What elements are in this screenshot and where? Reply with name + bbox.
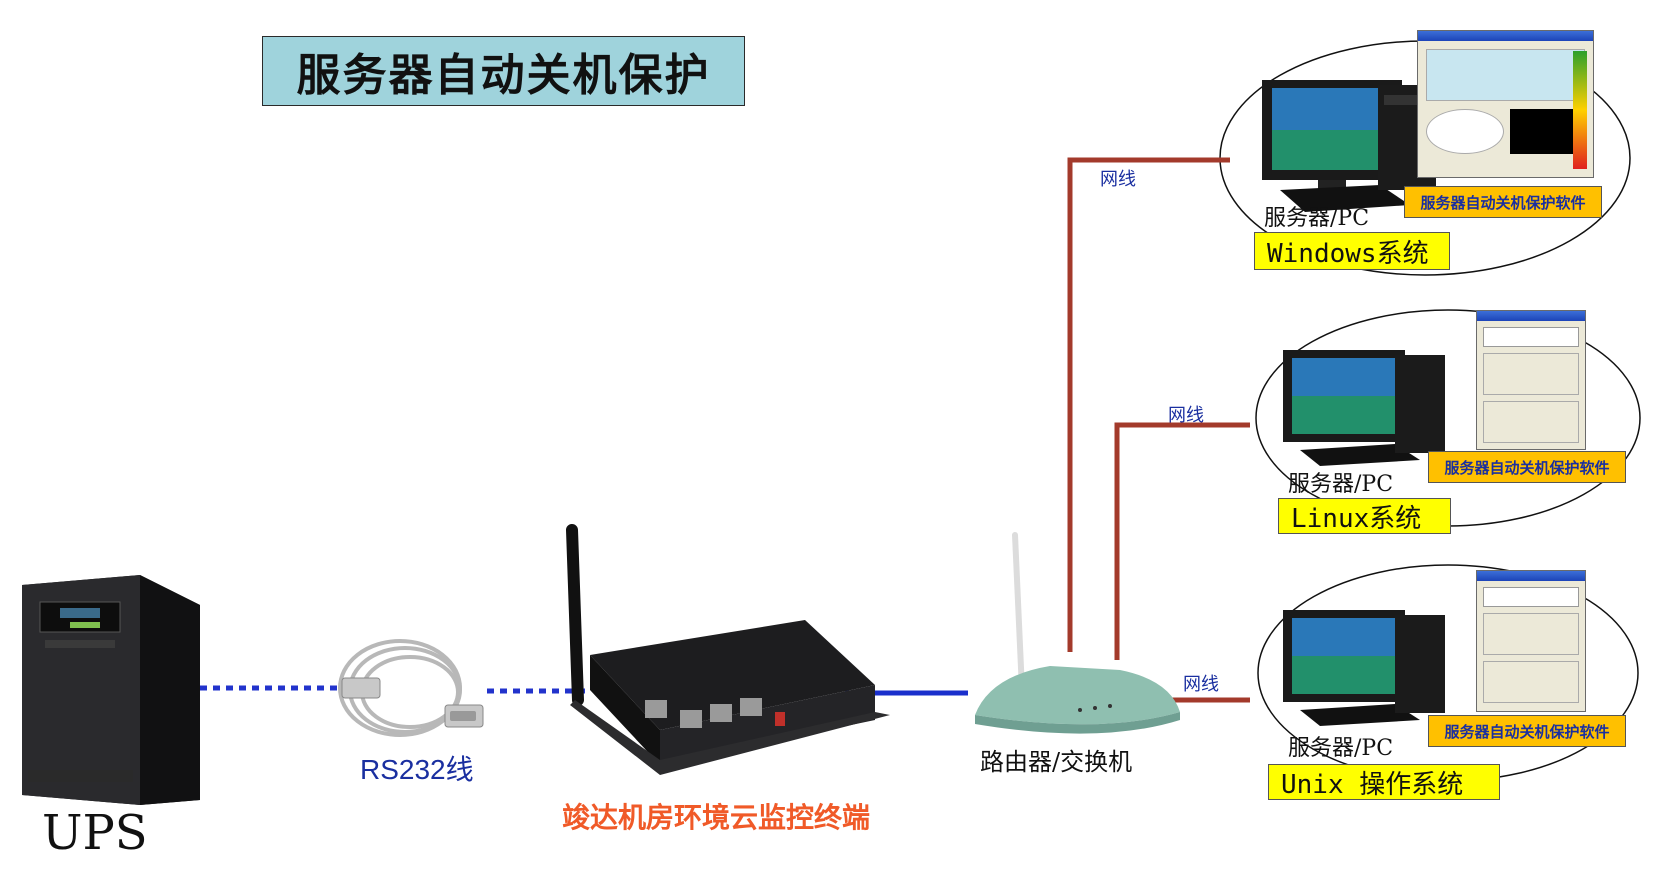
network-label-linux: 网线: [1168, 405, 1204, 426]
software-screenshot-unix: [1476, 570, 1586, 712]
software-badge-unix: 服务器自动关机保护软件: [1428, 715, 1626, 747]
pc-unix-icon: [1283, 610, 1445, 726]
network-cable-linux: [1114, 422, 1250, 660]
os-badge-unix: Unix 操作系统: [1268, 764, 1500, 800]
software-screenshot-windows: [1417, 30, 1594, 178]
os-badge-linux: Linux系统: [1278, 498, 1451, 534]
pc-label-linux: 服务器/PC: [1288, 472, 1394, 497]
ups-label: UPS: [42, 805, 148, 861]
os-badge-windows: Windows系统: [1254, 232, 1450, 270]
network-label-windows: 网线: [1100, 169, 1136, 190]
rs232-cable-label: RS232线: [360, 754, 474, 785]
network-label-unix: 网线: [1183, 674, 1219, 695]
software-badge-windows: 服务器自动关机保护软件: [1404, 186, 1602, 218]
pc-linux-icon: [1283, 350, 1445, 466]
ups-icon: [22, 575, 200, 805]
software-badge-linux: 服务器自动关机保护软件: [1428, 451, 1626, 483]
software-screenshot-linux: [1476, 310, 1586, 450]
router-label: 路由器/交换机: [980, 748, 1133, 776]
network-cable-windows: [1067, 157, 1230, 652]
page-title: 服务器自动关机保护: [262, 36, 745, 106]
monitoring-terminal-icon: [566, 524, 890, 775]
router-icon: [975, 532, 1180, 734]
pc-label-windows: 服务器/PC: [1264, 206, 1370, 231]
db9-connector-icon: [341, 677, 484, 728]
pc-label-unix: 服务器/PC: [1288, 736, 1394, 761]
monitoring-terminal-label: 竣达机房环境云监控终端: [562, 801, 871, 834]
